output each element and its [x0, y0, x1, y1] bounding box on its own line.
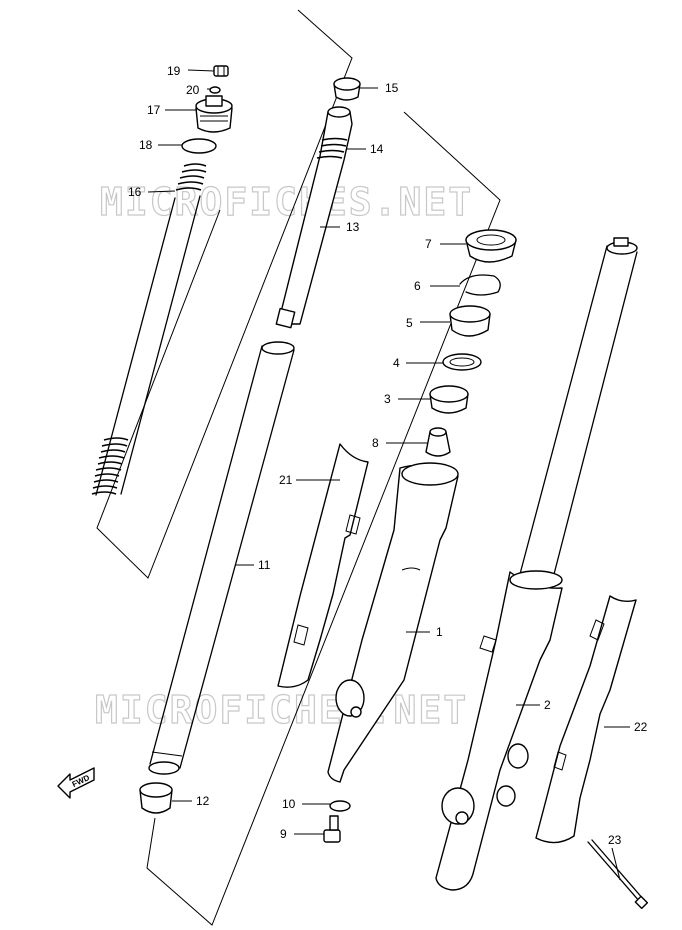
- assembly-boundary-left: [96, 9, 353, 579]
- part-12-bushing: [139, 782, 173, 814]
- label-part-22: 22: [634, 720, 648, 734]
- part-5-oil-seal: [449, 305, 491, 337]
- part-9-bolt: [323, 815, 341, 843]
- fwd-arrow-icon: FWD: [57, 767, 95, 799]
- part-23-band-tie: [587, 839, 649, 910]
- label-part-13: 13: [346, 220, 360, 234]
- label-part-11: 11: [258, 558, 271, 572]
- label-part-23: 23: [608, 833, 622, 847]
- label-part-8: 8: [372, 436, 379, 450]
- label-part-3: 3: [384, 392, 391, 406]
- label-part-6: 6: [414, 279, 421, 293]
- label-part-4: 4: [393, 356, 400, 370]
- part-2-fork-assembly-right: [435, 237, 638, 891]
- label-part-16: 16: [128, 185, 142, 199]
- part-19-bolt: [213, 65, 229, 77]
- part-13-damper-rod: [275, 106, 353, 329]
- label-part-9: 9: [280, 827, 287, 841]
- part-20-washer: [209, 86, 221, 94]
- part-22-fork-cover-right: [535, 595, 637, 844]
- label-part-18: 18: [139, 138, 153, 152]
- label-part-12: 12: [196, 794, 210, 808]
- part-18-o-ring: [181, 138, 217, 154]
- part-3-bushing: [429, 385, 469, 414]
- watermark-bottom: MICROFICHES.NET: [95, 688, 468, 732]
- label-part-21: 21: [279, 473, 293, 487]
- label-part-14: 14: [370, 142, 384, 156]
- part-10-gasket: [329, 800, 351, 812]
- part-7-dust-seal: [465, 229, 517, 263]
- label-part-2: 2: [544, 698, 551, 712]
- label-part-17: 17: [147, 103, 161, 117]
- part-8-oil-lock-piece: [425, 427, 451, 457]
- part-11-inner-tube-left: [148, 341, 295, 775]
- label-part-10: 10: [282, 797, 296, 811]
- label-part-7: 7: [425, 237, 432, 251]
- part-15-bushing: [333, 77, 361, 101]
- assembly-boundary-right: [146, 111, 501, 926]
- part-16-fork-spring: [91, 163, 207, 496]
- leader-lines: [147, 69, 630, 881]
- label-part-5: 5: [406, 316, 413, 330]
- label-part-20: 20: [186, 83, 200, 97]
- part-21-fork-cover: [277, 443, 369, 688]
- part-4-washer: [442, 353, 482, 371]
- label-part-15: 15: [385, 81, 399, 95]
- label-part-1: 1: [436, 625, 443, 639]
- watermark-top: MICROFICHES.NET: [100, 180, 473, 224]
- label-part-19: 19: [167, 64, 181, 78]
- part-6-clip: [459, 274, 501, 296]
- part-labels: 19 20 17 18 16 15 14 13 7 6 5 4 3 8 21 1…: [128, 64, 648, 847]
- part-17-cap-bolt: [195, 95, 233, 133]
- part-1-outer-tube-left: [327, 462, 459, 783]
